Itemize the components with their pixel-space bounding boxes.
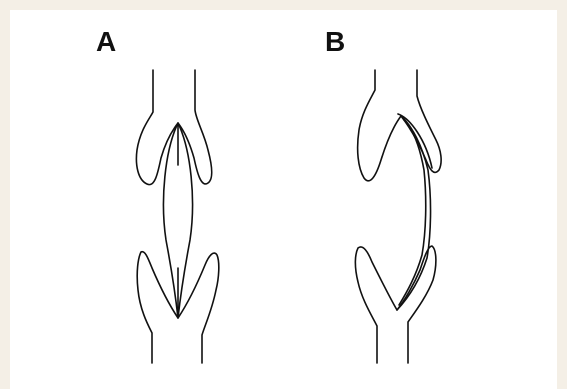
- diagram-b: [355, 70, 441, 363]
- panel-label-b: B: [325, 28, 345, 56]
- diagram-b-lower-part: [355, 246, 436, 363]
- diagram-a-upper-part: [136, 70, 211, 185]
- diagram-b-upper-part: [358, 70, 442, 181]
- panel-label-a: A: [96, 28, 116, 56]
- diagram-a: [136, 70, 218, 363]
